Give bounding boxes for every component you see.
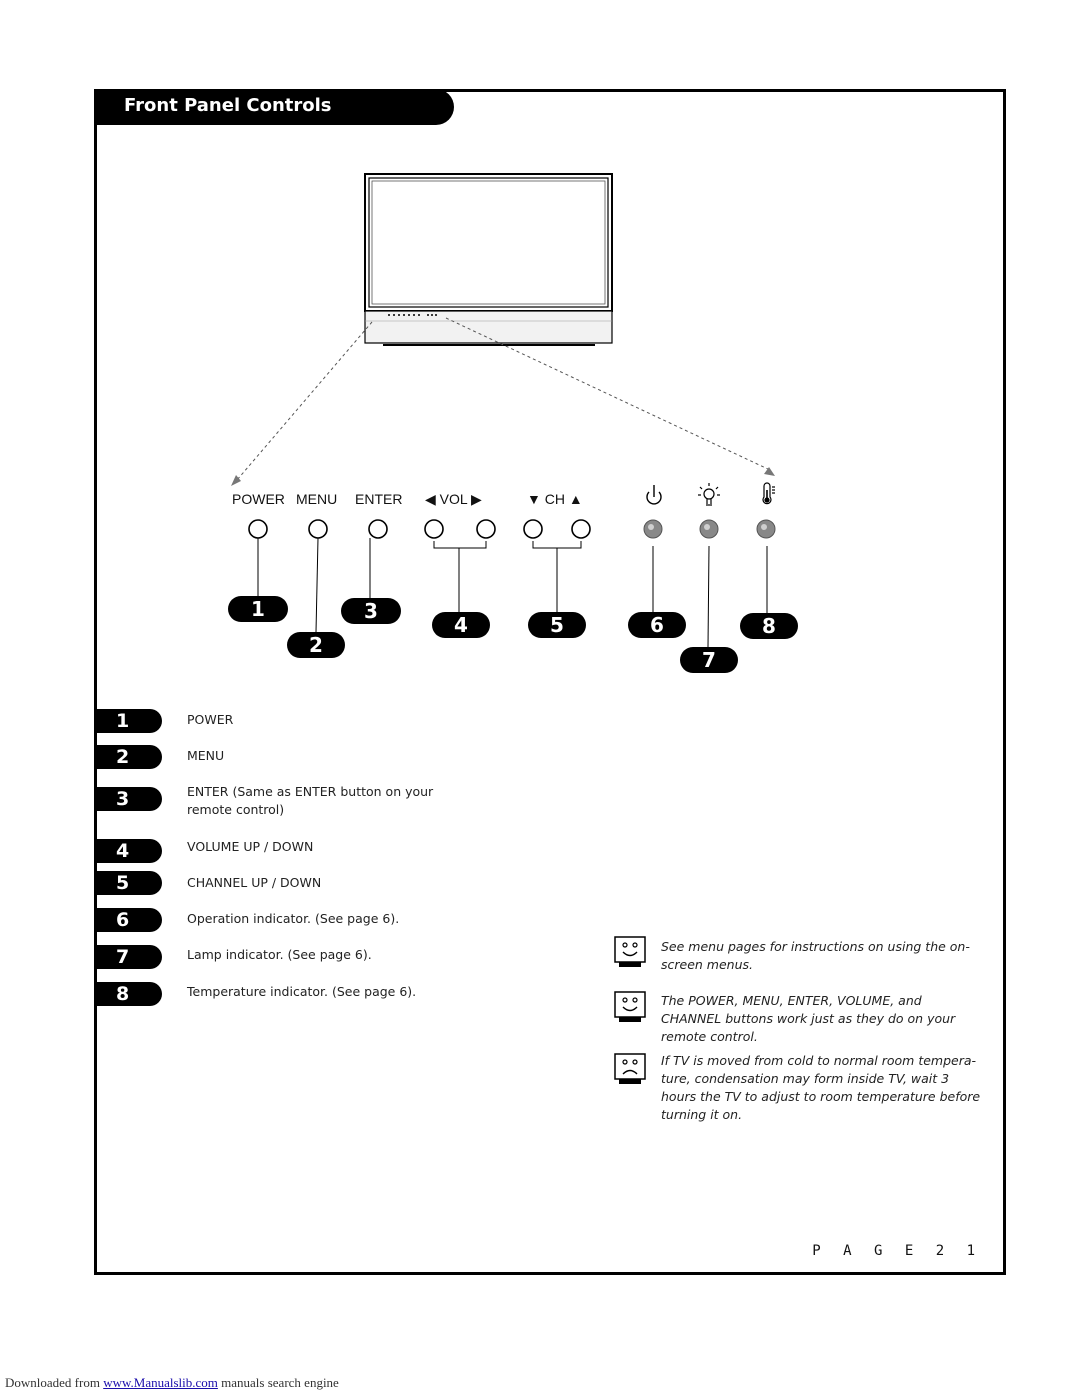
- legend-number: 2: [96, 745, 162, 769]
- note-text: See menu pages for instructions on using…: [661, 939, 970, 972]
- power-label: POWER: [232, 491, 285, 507]
- front-panel-diagram: [231, 173, 776, 648]
- page-number: P A G E 2 1: [812, 1243, 982, 1259]
- power-button[interactable]: [248, 519, 268, 539]
- callout-2: 2: [287, 632, 345, 658]
- callout-7: 7: [680, 647, 738, 673]
- led-highlight: [704, 524, 710, 530]
- legend-number: 7: [96, 945, 162, 969]
- legend-number: 5: [96, 871, 162, 895]
- lamp-icon: [698, 483, 720, 506]
- legend-text: ENTER (Same as ENTER button on your remo…: [187, 784, 434, 817]
- volume-up-button[interactable]: [476, 519, 496, 539]
- legend-number: 6: [96, 908, 162, 932]
- footer-suffix: manuals search engine: [221, 1375, 339, 1390]
- thermometer-icon: [762, 482, 775, 505]
- volume-down-button[interactable]: [424, 519, 444, 539]
- callout-4: 4: [432, 612, 490, 638]
- enter-label: ENTER: [355, 491, 403, 507]
- callout-lines: [257, 537, 768, 648]
- callout-8: 8: [740, 613, 798, 639]
- legend-number: 8: [96, 982, 162, 1006]
- manualslib-link[interactable]: www.Manualslib.com: [103, 1375, 218, 1390]
- legend-text: POWER: [187, 712, 234, 727]
- legend-text: Operation indicator. (See page 6).: [187, 911, 400, 926]
- channel-up-button[interactable]: [571, 519, 591, 539]
- legend-number: 1: [96, 709, 162, 733]
- legend-text: VOLUME UP / DOWN: [187, 839, 314, 854]
- section-header: Front Panel Controls: [94, 89, 454, 125]
- volume-label: ◀ VOL ▶: [425, 491, 482, 507]
- happy-face-icon: [614, 936, 646, 967]
- sad-face-icon: [614, 1053, 646, 1084]
- led-highlight: [761, 524, 767, 530]
- tv-illustration: [364, 173, 613, 346]
- callout-1: 1: [228, 596, 288, 622]
- note-text: If TV is moved from cold to normal room …: [661, 1053, 981, 1122]
- menu-label: MENU: [296, 491, 338, 507]
- legend-text: CHANNEL UP / DOWN: [187, 875, 322, 890]
- footer-prefix: Downloaded from: [5, 1375, 100, 1390]
- page-frame: [94, 89, 1006, 1275]
- legend-number: 3: [96, 787, 162, 811]
- menu-button[interactable]: [308, 519, 328, 539]
- callout-6: 6: [628, 612, 686, 638]
- legend-text: Temperature indicator. (See page 6).: [187, 984, 417, 999]
- section-title: Front Panel Controls: [124, 95, 332, 116]
- note-text: The POWER, MENU, ENTER, VOLUME, and CHAN…: [661, 993, 956, 1044]
- legend-text: Lamp indicator. (See page 6).: [187, 947, 372, 962]
- zoom-leader-lines: [231, 317, 775, 486]
- footer: Downloaded from www.Manualslib.com manua…: [5, 1375, 339, 1391]
- led-highlight: [648, 524, 654, 530]
- legend-text: MENU: [187, 748, 225, 763]
- callout-5: 5: [528, 612, 586, 638]
- happy-face-icon: [614, 991, 646, 1022]
- channel-label: ▼ CH ▲: [527, 491, 583, 507]
- enter-button[interactable]: [368, 519, 388, 539]
- callout-3: 3: [341, 598, 401, 624]
- legend-number: 4: [96, 839, 162, 863]
- power-symbol-icon: [646, 485, 662, 505]
- channel-down-button[interactable]: [523, 519, 543, 539]
